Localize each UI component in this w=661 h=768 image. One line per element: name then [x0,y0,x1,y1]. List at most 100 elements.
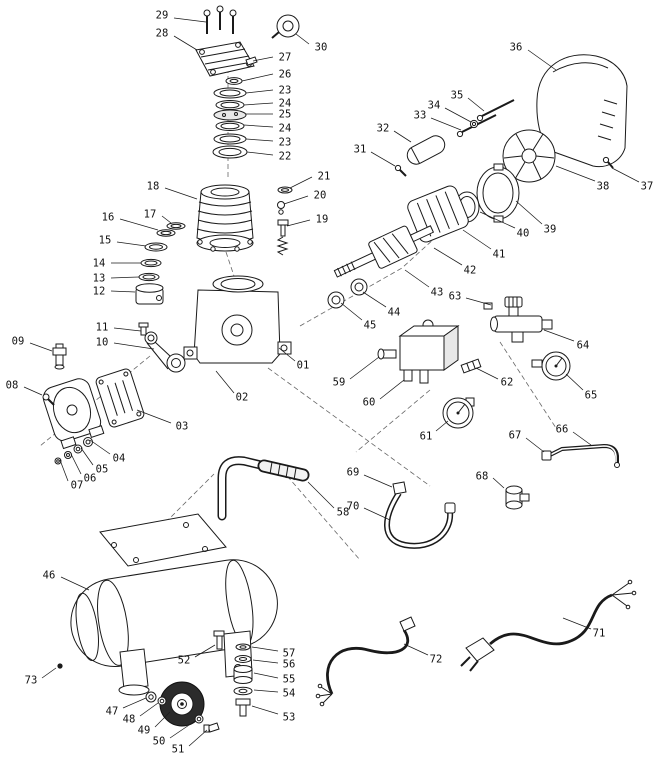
part-labels-layer: 2928302726232425242322363534333231212019… [6,10,654,756]
leader-line [467,97,485,112]
part-number-label: 25 [279,109,292,121]
cooling-fan [502,129,556,183]
leader-line [363,507,391,521]
leader-line [139,702,159,717]
gasket-ring-stack [212,87,248,159]
piston-and-rings [135,222,186,305]
leader-line [379,379,405,400]
part-number-label: 39 [544,224,557,236]
part-number-label: 68 [476,471,489,483]
pressure-gauge-small [531,351,571,381]
part-number-label: 24 [279,98,292,110]
part-number-label: 11 [96,322,109,334]
motor-shroud [536,54,628,169]
connecting-rod [138,322,186,373]
regulator [483,296,553,343]
part-number-label: 07 [71,480,84,492]
part-number-label: 06 [84,473,97,485]
leader-line [527,49,557,71]
part-number-label: 53 [283,712,296,724]
part-number-label: 66 [556,424,569,436]
leader-line [173,17,207,23]
part-number-label: 49 [138,725,151,737]
part-number-label: 10 [96,337,109,349]
part-number-label: 55 [283,674,296,686]
part-number-label: 29 [156,10,169,22]
leader-line [243,124,274,128]
leader-line [430,117,462,131]
pressure-switch [377,319,460,384]
part-number-label: 54 [283,688,296,700]
part-number-label: 24 [279,123,292,135]
part-number-label: 52 [178,655,191,667]
part-number-label: 02 [236,392,249,404]
bearings [327,278,368,309]
leader-line [164,187,198,200]
wheel-assembly [145,681,220,733]
elbow-fitting [505,485,530,510]
leader-line [215,370,235,394]
part-number-label: 34 [428,100,441,112]
part-number-label: 57 [283,648,296,660]
part-number-label: 36 [510,42,523,54]
part-number-label: 71 [593,628,606,640]
part-number-label: 23 [279,85,292,97]
stator [407,185,469,243]
part-number-label: 20 [314,190,327,202]
part-number-label: 04 [113,453,126,465]
part-number-label: 26 [279,69,292,81]
leader-line [161,215,172,224]
part-number-label: 08 [6,380,19,392]
leader-line [349,356,380,380]
part-number-label: 12 [93,286,106,298]
part-number-label: 09 [12,336,25,348]
part-number-label: 50 [153,736,166,748]
part-number-label: 14 [93,258,106,270]
part-number-label: 38 [597,181,610,193]
seal-ring [225,77,243,85]
leader-line [252,659,279,664]
leader-line [253,689,279,693]
leader-line [241,73,274,82]
leader-line [70,453,82,475]
leader-line [251,646,279,652]
part-number-label: 56 [283,659,296,671]
part-number-label: 62 [501,377,514,389]
leader-line [251,705,279,715]
leader-line [565,373,584,391]
motor-bolts [456,99,515,138]
part-number-label: 28 [156,28,169,40]
leader-line [444,107,472,123]
part-number-label: 73 [25,675,38,687]
part-number-label: 41 [493,249,506,261]
end-cover [42,378,105,465]
capacitor [406,135,446,165]
leader-line [154,711,171,728]
cylinder-head [195,41,255,77]
leader-line [611,167,640,183]
part-number-label: 65 [585,390,598,402]
crankcase-pump-body [183,275,292,364]
part-number-label: 45 [364,320,377,332]
leader-line [169,720,196,739]
part-number-label: 13 [93,273,106,285]
leader-line [245,138,274,142]
leader-line [252,56,274,62]
part-number-label: 17 [144,209,157,221]
leader-line [113,342,155,350]
small-plug [57,663,63,669]
leader-line [295,33,310,45]
valve-parts [276,186,293,256]
leader-line [572,431,592,446]
leader-line [119,218,159,231]
outlet-pipe [541,443,620,468]
part-number-label: 44 [388,307,401,319]
leader-line [188,729,208,747]
leader-line [475,367,499,380]
part-number-label: 46 [43,570,56,582]
part-number-label: 16 [102,212,115,224]
leader-line [404,269,430,288]
part-number-label: 32 [377,123,390,135]
leader-line [116,241,147,247]
